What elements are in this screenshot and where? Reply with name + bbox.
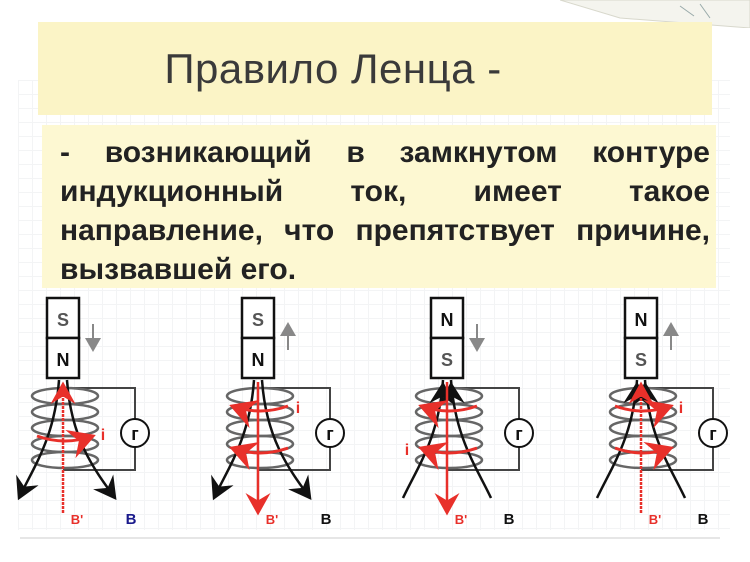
paper-corner-decoration (560, 0, 750, 28)
current-label: i (296, 400, 300, 417)
induced-current-arrow (229, 399, 289, 429)
coil-turn (414, 386, 484, 406)
coil-turn (225, 418, 295, 438)
magnet-bottom-pole (240, 336, 276, 380)
galvanometer-label: г (326, 424, 334, 444)
galvanometer-label: г (709, 424, 717, 444)
field-label: B (698, 511, 709, 528)
circuit-wire (258, 387, 331, 471)
magnet-top-pole (45, 296, 81, 340)
pole-label-bottom: S (441, 350, 453, 370)
induced-field-label: B' (455, 512, 467, 527)
coil-turn (30, 450, 100, 470)
field-arrowhead-icon (623, 381, 649, 405)
pole-label-bottom: N (252, 350, 265, 370)
field-arrowhead-icon (439, 381, 465, 405)
field-label: B (126, 511, 137, 528)
slide-title: Правило Ленца - (164, 44, 502, 92)
galvanometer (315, 418, 345, 448)
magnet-bottom-pole (623, 336, 659, 380)
circuit-wire (63, 387, 136, 471)
coil-turn (30, 418, 100, 438)
coil-turn (225, 386, 295, 406)
galvanometer (120, 418, 150, 448)
definition-text: - возникающий в замкнутом контуре индукц… (60, 136, 710, 286)
magnet-bottom-pole (45, 336, 81, 380)
field-label: B (504, 511, 515, 528)
field-arrowhead-icon (429, 381, 455, 405)
induced-current-arrow (36, 429, 96, 459)
coil-turn (30, 386, 100, 406)
coil-turn (608, 418, 678, 438)
title-box: Правило Ленца - (38, 22, 712, 115)
coil-turn (30, 402, 100, 422)
magnet-top-pole (240, 296, 276, 340)
induced-field-label: B' (71, 512, 83, 527)
coil-turn (608, 386, 678, 406)
induced-field-label: B' (649, 512, 661, 527)
induced-current-arrow (418, 399, 478, 429)
coil-turn (414, 418, 484, 438)
field-label: B (321, 511, 332, 528)
circuit-wire (447, 387, 520, 471)
induced-current-arrow (614, 441, 674, 471)
current-label: i (101, 427, 105, 444)
induced-current-arrow (229, 441, 289, 471)
galvanometer (698, 418, 728, 448)
pole-label-top: S (252, 310, 264, 330)
induced-field-label: B' (266, 512, 278, 527)
galvanometer-label: г (515, 424, 523, 444)
pole-label-bottom: N (57, 350, 70, 370)
current-label: i (405, 442, 409, 459)
pole-label-top: N (635, 310, 648, 330)
pole-label-top: N (441, 310, 454, 330)
pole-label-top: S (57, 310, 69, 330)
galvanometer-label: г (131, 424, 139, 444)
induced-current-arrow (614, 399, 674, 429)
magnet-top-pole (623, 296, 659, 340)
current-label: i (679, 400, 683, 417)
definition-box: - возникающий в замкнутом контуре индукц… (42, 125, 716, 288)
magnet-bottom-pole (429, 336, 465, 380)
field-arrowhead-icon (633, 381, 659, 405)
galvanometer (504, 418, 534, 448)
induced-current-arrow (418, 441, 478, 471)
pole-label-bottom: S (635, 350, 647, 370)
